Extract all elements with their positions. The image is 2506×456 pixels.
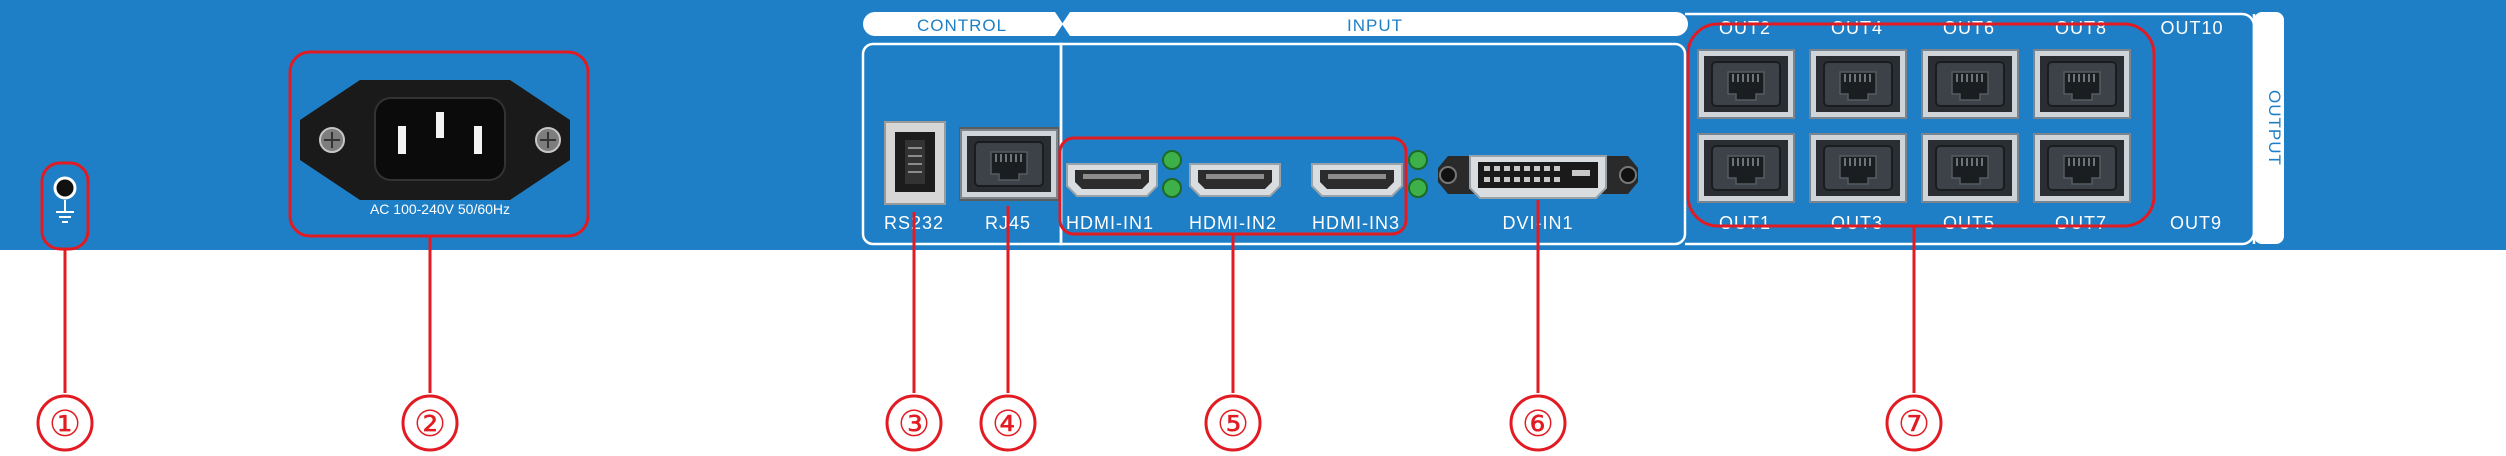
ground-terminal (40, 161, 90, 251)
callout-circle-2 (401, 394, 459, 452)
hdmi-in3-port (1311, 163, 1403, 197)
input-header: INPUT (1347, 16, 1403, 35)
hdmi-in3-label: HDMI-IN3 (1312, 213, 1400, 233)
callout-circle-6 (1509, 394, 1567, 452)
power-rating-label: AC 100-240V 50/60Hz (370, 201, 510, 217)
rj45-control-port (959, 127, 1059, 201)
port-group-frames (861, 12, 2256, 246)
out5-label: OUT5 (1943, 213, 1995, 233)
out8-port (2033, 49, 2131, 119)
control-header-tab (863, 12, 1063, 36)
callout-number-5: ⑤ (1217, 404, 1249, 445)
callout-leader-lines (63, 200, 1916, 393)
hdmi-in2-label: HDMI-IN2 (1189, 213, 1277, 233)
power-inlet: AC 100-240V 50/60Hz (288, 50, 590, 238)
status-led-icon (1162, 150, 1428, 198)
rs232-port (884, 121, 946, 205)
callout-number-3: ③ (898, 404, 930, 445)
out1-label: OUT1 (1719, 213, 1771, 233)
control-header: CONTROL (917, 16, 1007, 35)
callout-circle-3 (885, 394, 943, 452)
out6-port (1921, 49, 2019, 119)
callout-circle-1 (36, 394, 94, 452)
out9-label: OUT9 (2170, 213, 2222, 233)
ground-symbol-icon (56, 200, 74, 223)
iec-socket-icon (374, 97, 506, 181)
out5-port (1921, 133, 2019, 203)
callout-circle-4 (979, 394, 1037, 452)
callout-box-2 (288, 50, 590, 238)
output-ports (1697, 49, 2131, 203)
out7-port (2033, 133, 2131, 203)
out2-label: OUT2 (1719, 18, 1771, 38)
ground-jack-icon (53, 176, 77, 200)
out8-label: OUT8 (2055, 18, 2107, 38)
callout-number-7: ⑦ (1898, 404, 1930, 445)
callout-box-7 (1686, 22, 2156, 228)
out2-port (1697, 49, 1795, 119)
callout-number-2: ② (414, 404, 446, 445)
out4-label: OUT4 (1831, 18, 1883, 38)
callout-circle-5 (1204, 394, 1262, 452)
dvi-in1-port (1438, 155, 1638, 199)
input-header-tab (1062, 12, 1688, 36)
output-header: OUTPUT (2265, 90, 2284, 166)
out4-port (1809, 49, 1907, 119)
callout-number-6: ⑥ (1522, 404, 1554, 445)
out10-label: OUT10 (2160, 18, 2223, 38)
hdmi-in1-label: HDMI-IN1 (1066, 213, 1154, 233)
callout-number-1: ① (49, 404, 81, 445)
out3-label: OUT3 (1831, 213, 1883, 233)
out3-port (1809, 133, 1907, 203)
output-header-tab (2254, 12, 2284, 244)
callout-markers (36, 394, 1943, 452)
callout-circle-7 (1885, 394, 1943, 452)
callout-number-4: ④ (992, 404, 1024, 445)
hdmi-in2-port (1189, 163, 1281, 197)
out1-port (1697, 133, 1795, 203)
out6-label: OUT6 (1943, 18, 1995, 38)
hdmi-in1-port (1066, 163, 1158, 197)
out7-label: OUT7 (2055, 213, 2107, 233)
